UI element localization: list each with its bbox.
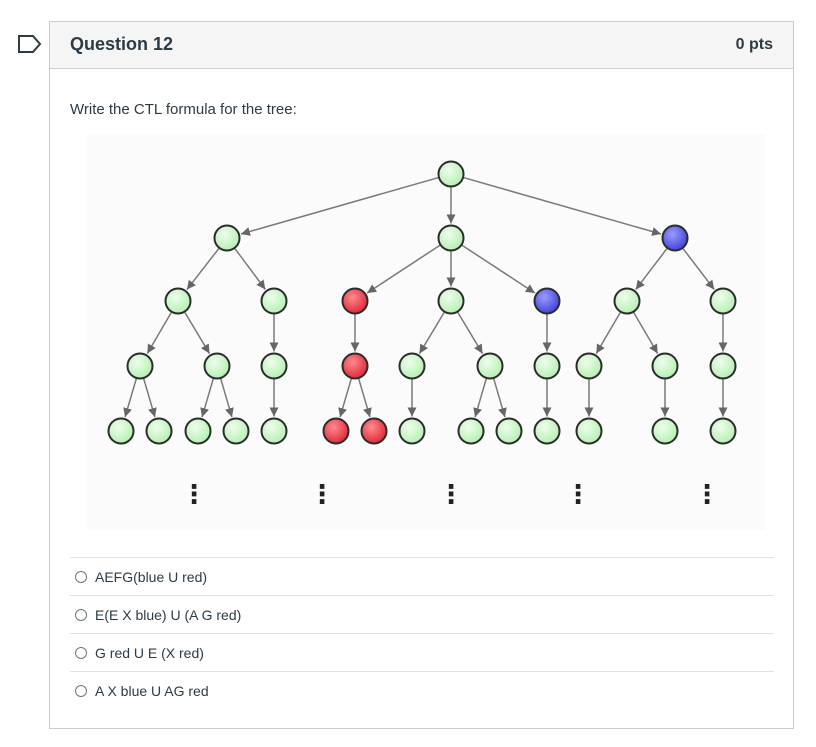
- question-header: Question 12 0 pts: [50, 22, 793, 69]
- tree-edge-arrow: [635, 247, 669, 290]
- answer-option-4[interactable]: A X blue U AG red: [70, 671, 774, 709]
- tree-node-red: [341, 287, 369, 315]
- tree-node-green: [437, 160, 465, 188]
- tree-node-green: [398, 417, 426, 445]
- tree-node-green: [164, 287, 192, 315]
- tree-edge-arrow: [492, 377, 507, 418]
- computation-tree-diagram: ⋮ ⋮ ⋮ ⋮ ⋮: [107, 160, 737, 510]
- tree-node-red: [322, 417, 350, 445]
- tree-node-green: [709, 287, 737, 315]
- tree-node-green: [260, 287, 288, 315]
- tree-edge-arrow: [240, 176, 440, 236]
- tree-edge-arrow: [186, 247, 220, 291]
- tree-node-green: [213, 224, 241, 252]
- question-card: Question 12 0 pts Write the CTL formula …: [49, 21, 794, 729]
- radio-button[interactable]: [75, 646, 87, 659]
- tree-edge-arrow: [146, 311, 173, 354]
- tree-edge-arrow: [366, 244, 441, 294]
- tree-edge-arrow: [219, 377, 234, 418]
- tree-node-red: [360, 417, 388, 445]
- tree-edge-arrow: [233, 247, 266, 290]
- tree-edge-arrow: [632, 311, 659, 354]
- answer-label: E(E X blue) U (A G red): [95, 606, 242, 623]
- tree-node-blue: [661, 224, 689, 252]
- tree-edge-arrow: [456, 311, 484, 354]
- answer-option-3[interactable]: G red U E (X red): [70, 633, 774, 671]
- tree-edge-arrow: [123, 377, 138, 418]
- tree-node-green: [260, 417, 288, 445]
- tree-node-green: [457, 417, 485, 445]
- answer-label: G red U E (X red): [95, 644, 204, 661]
- tree-node-green: [184, 417, 212, 445]
- tree-node-green: [260, 352, 288, 380]
- tree-node-green: [575, 352, 603, 380]
- continuation-ellipsis: ⋮: [438, 480, 464, 510]
- answer-label: A X blue U AG red: [95, 682, 209, 699]
- tree-node-green: [533, 352, 561, 380]
- tree-node-green: [222, 417, 250, 445]
- tree-edge-arrow: [681, 247, 715, 290]
- tree-node-green: [651, 352, 679, 380]
- answer-list: AEFG(blue U red) E(E X blue) U (A G red)…: [70, 557, 774, 709]
- tree-edge-arrow: [461, 244, 536, 294]
- radio-button[interactable]: [75, 570, 87, 583]
- tree-edge-arrow: [418, 311, 446, 354]
- question-title: Question 12: [70, 34, 174, 54]
- tree-node-green: [709, 352, 737, 380]
- tree-node-green: [613, 287, 641, 315]
- continuation-ellipsis: ⋮: [309, 480, 335, 510]
- tree-node-green: [126, 352, 154, 380]
- question-prompt: Write the CTL formula for the tree:: [70, 101, 297, 118]
- ctl-tree-image: ⋮ ⋮ ⋮ ⋮ ⋮: [87, 134, 765, 530]
- tree-node-green: [398, 352, 426, 380]
- bookmark-flag-icon[interactable]: [18, 35, 42, 53]
- tree-node-red: [341, 352, 369, 380]
- tree-edge-arrow: [183, 311, 211, 354]
- tree-node-green: [476, 352, 504, 380]
- tree-edge-arrow: [142, 377, 157, 418]
- tree-edge-arrow: [200, 377, 215, 418]
- answer-label: AEFG(blue U red): [95, 568, 208, 585]
- tree-edge-arrow: [462, 176, 662, 236]
- tree-node-green: [709, 417, 737, 445]
- radio-button[interactable]: [75, 684, 87, 697]
- tree-node-green: [145, 417, 173, 445]
- continuation-ellipsis: ⋮: [694, 480, 720, 510]
- question-points: 0 pts: [735, 36, 773, 53]
- tree-node-blue: [533, 287, 561, 315]
- tree-edge-arrow: [473, 377, 488, 418]
- tree-edge-arrow: [357, 377, 372, 418]
- tree-node-green: [533, 417, 561, 445]
- tree-node-green: [107, 417, 135, 445]
- tree-node-green: [575, 417, 603, 445]
- tree-node-green: [495, 417, 523, 445]
- tree-node-green: [203, 352, 231, 380]
- answer-option-1[interactable]: AEFG(blue U red): [70, 557, 774, 595]
- continuation-ellipsis: ⋮: [181, 480, 207, 510]
- tree-node-green: [437, 287, 465, 315]
- continuation-ellipsis: ⋮: [565, 480, 591, 510]
- tree-node-green: [437, 224, 465, 252]
- answer-option-2[interactable]: E(E X blue) U (A G red): [70, 595, 774, 633]
- tree-edge-arrow: [595, 311, 622, 354]
- tree-node-green: [651, 417, 679, 445]
- tree-edge-arrow: [338, 377, 353, 418]
- radio-button[interactable]: [75, 608, 87, 621]
